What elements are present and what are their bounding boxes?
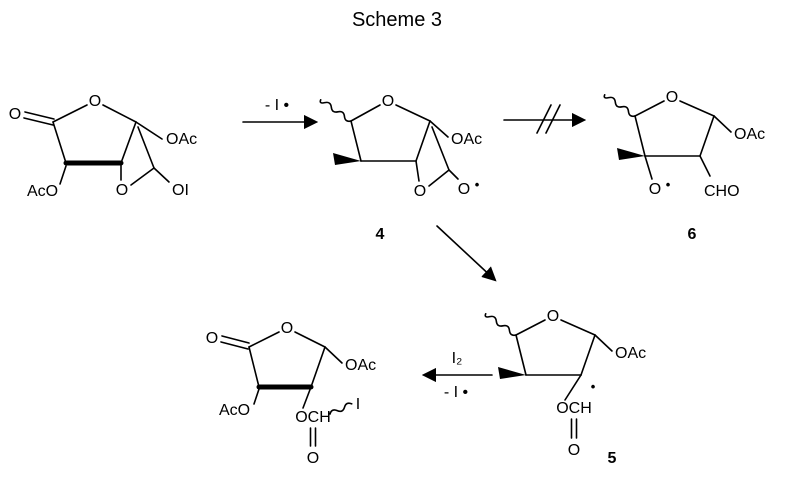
oxygen-radical-label: O: [458, 181, 470, 198]
cross-slash: [536, 104, 552, 134]
compound-4-bonds: [350, 104, 459, 187]
compound-6: O OAc O • CHO 6: [603, 89, 765, 243]
scheme-title: Scheme 3: [352, 9, 442, 31]
carbon-radical-dot: •: [591, 379, 596, 394]
aco-label: AcO: [219, 402, 250, 419]
arrow-start-to-4: - I •: [242, 97, 319, 130]
arrow-5-to-product: I₂ - I •: [421, 350, 493, 401]
bold-wedge-bond: [333, 153, 361, 165]
aco-label: AcO: [27, 183, 58, 200]
radical-dot: •: [666, 177, 671, 192]
formate-oxygen-label: O: [568, 442, 580, 459]
compound-5: O OAc • OCH O 5: [484, 308, 646, 467]
compound-4: O OAc O O • 4: [319, 93, 482, 243]
carbonyl-double-bond: [220, 335, 250, 350]
compound-product: O O OAc AcO OCH I O: [206, 320, 376, 467]
compound-5-bonds: [515, 319, 613, 439]
formate-och-label: OCH: [295, 409, 331, 426]
oxygen-radical-label: O: [649, 181, 661, 198]
compound-start: O O OAc AcO O OI: [9, 93, 197, 200]
ring-oxygen-label: O: [547, 308, 559, 325]
cross-slash: [545, 104, 561, 134]
compound-number-4: 4: [376, 226, 385, 243]
compound-number-5: 5: [608, 450, 617, 467]
hypoiodite-label: OI: [172, 182, 189, 199]
carbonyl-oxygen-label: O: [9, 106, 21, 123]
aldehyde-label: CHO: [704, 183, 740, 200]
oac-label: OAc: [451, 131, 482, 148]
bold-wedge-bond: [498, 367, 526, 379]
ring-oxygen-label: O: [89, 93, 101, 110]
compound-start-bonds: [23, 104, 170, 186]
dioxolane-oxygen-label: O: [116, 182, 128, 199]
arrow-4-to-6-crossed: [503, 104, 587, 134]
iodine-label: I: [356, 396, 360, 413]
arrow-label-minus-iodine: - I •: [265, 97, 289, 114]
radical-dot: •: [475, 177, 480, 192]
ring-oxygen-label: O: [382, 93, 394, 110]
oac-label: OAc: [615, 345, 646, 362]
squiggle-bond: [484, 312, 517, 337]
formate-double-bond: [309, 427, 317, 447]
oac-label: OAc: [345, 357, 376, 374]
carbonyl-double-bond: [23, 111, 55, 126]
compound-product-bonds: [220, 331, 343, 447]
carbonyl-oxygen-label: O: [206, 330, 218, 347]
dioxolane-oxygen-label: O: [414, 183, 426, 200]
oac-label: OAc: [166, 131, 197, 148]
arrow-4-to-5: [436, 225, 497, 282]
squiggle-bond: [603, 93, 636, 118]
formate-och-label: OCH: [556, 400, 592, 417]
squiggle-bond: [319, 98, 352, 123]
formate-oxygen-label: O: [307, 450, 319, 467]
ring-oxygen-label: O: [281, 320, 293, 337]
squiggle-bond-to-iodine: [329, 402, 353, 415]
arrow-label-iodine: I₂: [452, 350, 463, 367]
ring-oxygen-label: O: [666, 89, 678, 106]
compound-number-6: 6: [688, 226, 697, 243]
bold-wedge-bond: [617, 148, 645, 160]
oac-label: OAc: [734, 126, 765, 143]
compound-6-bonds: [634, 100, 732, 180]
arrow-label-minus-iodine: - I •: [444, 384, 468, 401]
formate-double-bond: [570, 418, 578, 439]
